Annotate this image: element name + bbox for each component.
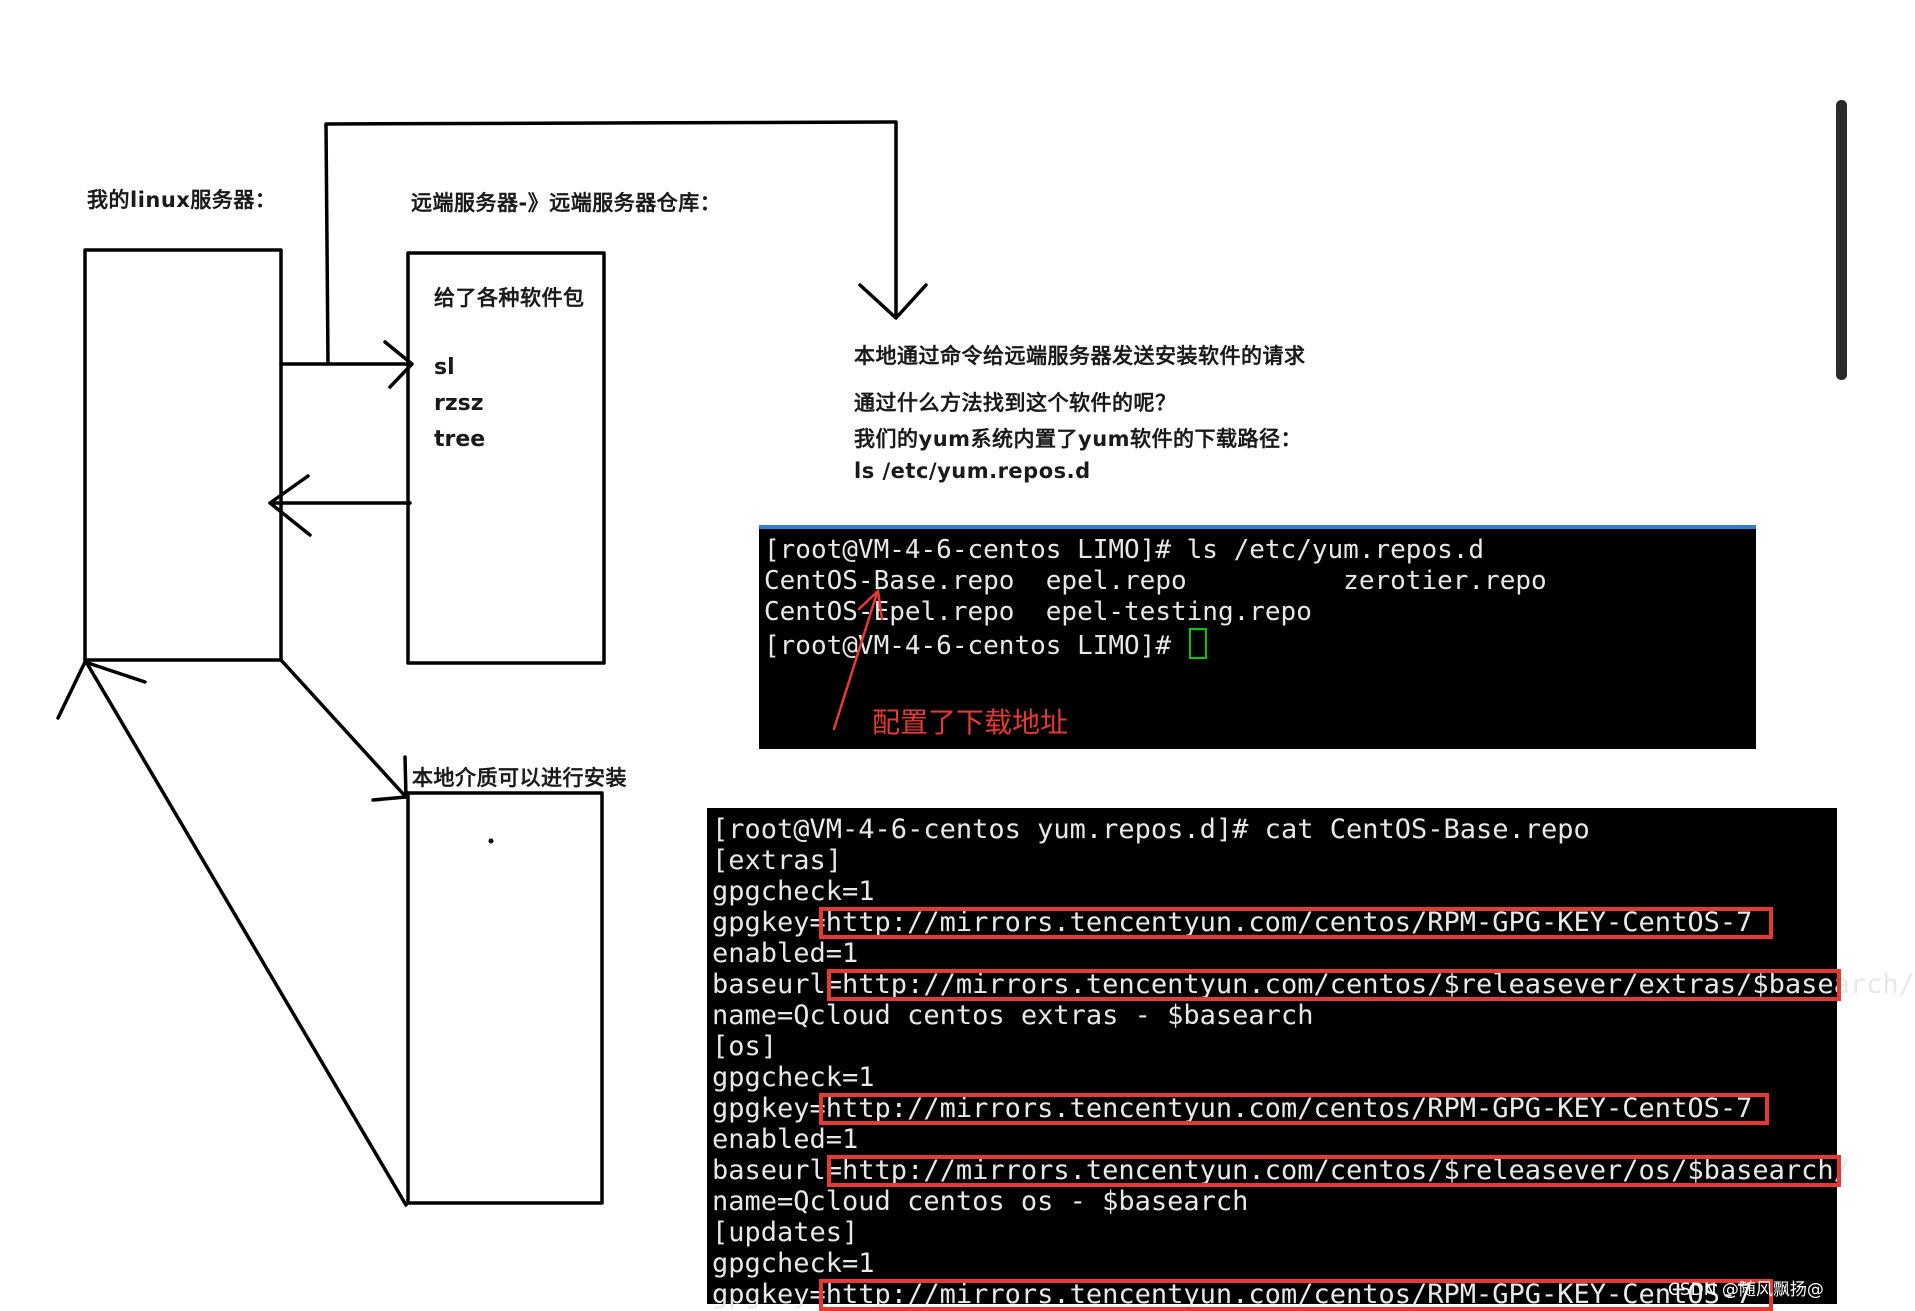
terminal-line: baseurl=http://mirrors.tencentyun.com/ce… (712, 969, 1915, 1000)
terminal-cursor (1188, 628, 1207, 659)
terminal-cat-output: [root@VM-4-6-centos yum.repos.d]# cat Ce… (707, 808, 1915, 1311)
url-highlight (819, 1093, 1769, 1125)
terminal-line: CentOS-Base.repo epel.repo zerotier.repo (764, 566, 1547, 596)
remote-repo-label: 远端服务器-》远端服务器仓库： (411, 191, 722, 215)
package-tree: tree (434, 427, 486, 452)
note-yum-path: 我们的yum系统内置了yum软件的下载路径： (854, 427, 1303, 451)
terminal-line: gpgcheck=1 (712, 1248, 875, 1279)
terminal-line: [root@VM-4-6-centos yum.repos.d]# cat Ce… (712, 814, 1590, 845)
url-highlight (819, 1279, 1773, 1311)
my-server-label: 我的linux服务器： (87, 188, 277, 212)
note-ls-command: ls /etc/yum.repos.d (854, 459, 1091, 483)
remote-repo-box (406, 251, 606, 665)
note-request: 本地通过命令给远端服务器发送安装软件的请求 (854, 344, 1306, 368)
terminal-line: baseurl=http://mirrors.tencentyun.com/ce… (712, 1155, 1850, 1186)
terminal-line: name=Qcloud centos os - $basearch (712, 1186, 1249, 1217)
terminal-line: [root@VM-4-6-centos LIMO]# ls /etc/yum.r… (764, 535, 1485, 565)
packages-heading: 给了各种软件包 (434, 286, 585, 310)
terminal-line: [updates] (712, 1217, 859, 1248)
terminal-line: gpgcheck=1 (712, 876, 875, 907)
dot-mark (488, 838, 494, 844)
terminal-ls-output: [root@VM-4-6-centos LIMO]# ls /etc/yum.r… (759, 525, 1756, 749)
annotation-arrow (832, 588, 884, 731)
terminal-line: enabled=1 (712, 938, 859, 969)
note-how: 通过什么方法找到这个软件的呢？ (854, 391, 1177, 415)
terminal-line: gpgkey=http://mirrors.tencentyun.com/cen… (712, 907, 1753, 938)
package-rzsz: rzsz (434, 391, 484, 416)
response-arrow (268, 474, 412, 537)
terminal-line: gpgcheck=1 (712, 1062, 875, 1093)
local-media-label: 本地介质可以进行安装 (412, 766, 627, 790)
terminal-line: gpgkey=http://mirrors.tencentyun.com/cen… (712, 1093, 1753, 1124)
terminal-line: enabled=1 (712, 1124, 859, 1155)
install-back-arrow (56, 658, 408, 1207)
local-media-arrow (279, 658, 408, 802)
local-media-box (406, 791, 604, 1205)
url-highlight (827, 1155, 1841, 1187)
terminal-line: [os] (712, 1031, 778, 1062)
url-highlight (827, 969, 1841, 1001)
package-sl: sl (434, 355, 455, 380)
terminal-line: gpgkey=http://mirrors.tencentyun.com/cen… (712, 1279, 1753, 1310)
my-server-box (83, 248, 283, 662)
terminal-line: CentOS-Epel.repo epel-testing.repo (764, 597, 1312, 627)
annotation-text: 配置了下载地址 (872, 706, 1069, 739)
terminal-line: name=Qcloud centos extras - $basearch (712, 1000, 1314, 1031)
page-scrollbar[interactable] (1836, 100, 1847, 380)
watermark: CSDN @随风飘扬@ (1668, 1280, 1824, 1300)
diagram-sketch (56, 120, 928, 1207)
request-arrow (279, 340, 414, 389)
notes-loop-arrow (324, 120, 928, 366)
terminal-prompt-line: [root@VM-4-6-centos LIMO]# (764, 628, 1207, 661)
terminal-line: [extras] (712, 845, 843, 876)
url-highlight (819, 907, 1773, 939)
terminal-prompt: [root@VM-4-6-centos LIMO]# (764, 631, 1187, 661)
